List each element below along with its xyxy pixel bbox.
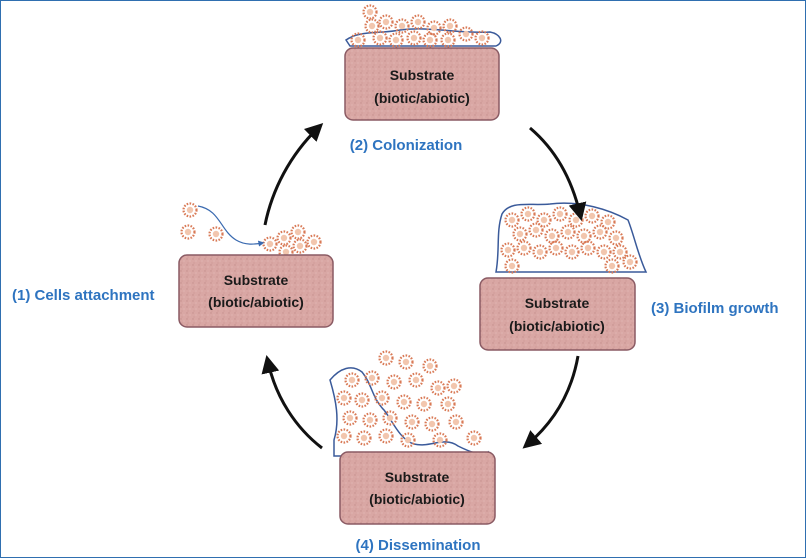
arrow-attachment-to-colonization [263,123,324,226]
substrate-type-label: (biotic/abiotic) [208,294,304,310]
colonization-label: (2) Colonization [350,137,463,154]
arrow-dissemination-to-attachment [261,354,323,450]
attachment-stage: Substrate (biotic/abiotic) (1) Cells att… [12,202,334,328]
substrate-label: Substrate [224,272,289,288]
substrate-label: Substrate [525,295,590,311]
dissemination-label: (4) Dissemination [355,537,480,554]
attachment-substrate [178,254,334,328]
substrate-type-label: (biotic/abiotic) [374,90,470,106]
attachment-path-arrow [197,205,265,247]
substrate-type-label: (biotic/abiotic) [369,491,465,507]
growth-stage: Substrate (biotic/abiotic) (3) Biofilm g… [479,202,779,351]
growth-label: (3) Biofilm growth [651,300,779,317]
substrate-type-label: (biotic/abiotic) [509,318,605,334]
dissemination-stage: Substrate (biotic/abiotic) (4) Dissemina… [329,350,496,554]
attachment-free-cells [180,202,322,260]
substrate-label: Substrate [390,67,455,83]
attachment-label: (1) Cells attachment [12,287,155,304]
growth-substrate [479,277,636,351]
dissemination-biofilm-outline [329,367,489,457]
arrow-growth-to-dissemination [522,355,580,449]
arrow-colonization-to-growth [529,126,587,222]
dissemination-substrate [339,451,496,525]
colonization-substrate [344,47,500,121]
colonization-stage: Substrate (biotic/abiotic) (2) Colonizat… [344,4,502,154]
substrate-label: Substrate [385,469,450,485]
